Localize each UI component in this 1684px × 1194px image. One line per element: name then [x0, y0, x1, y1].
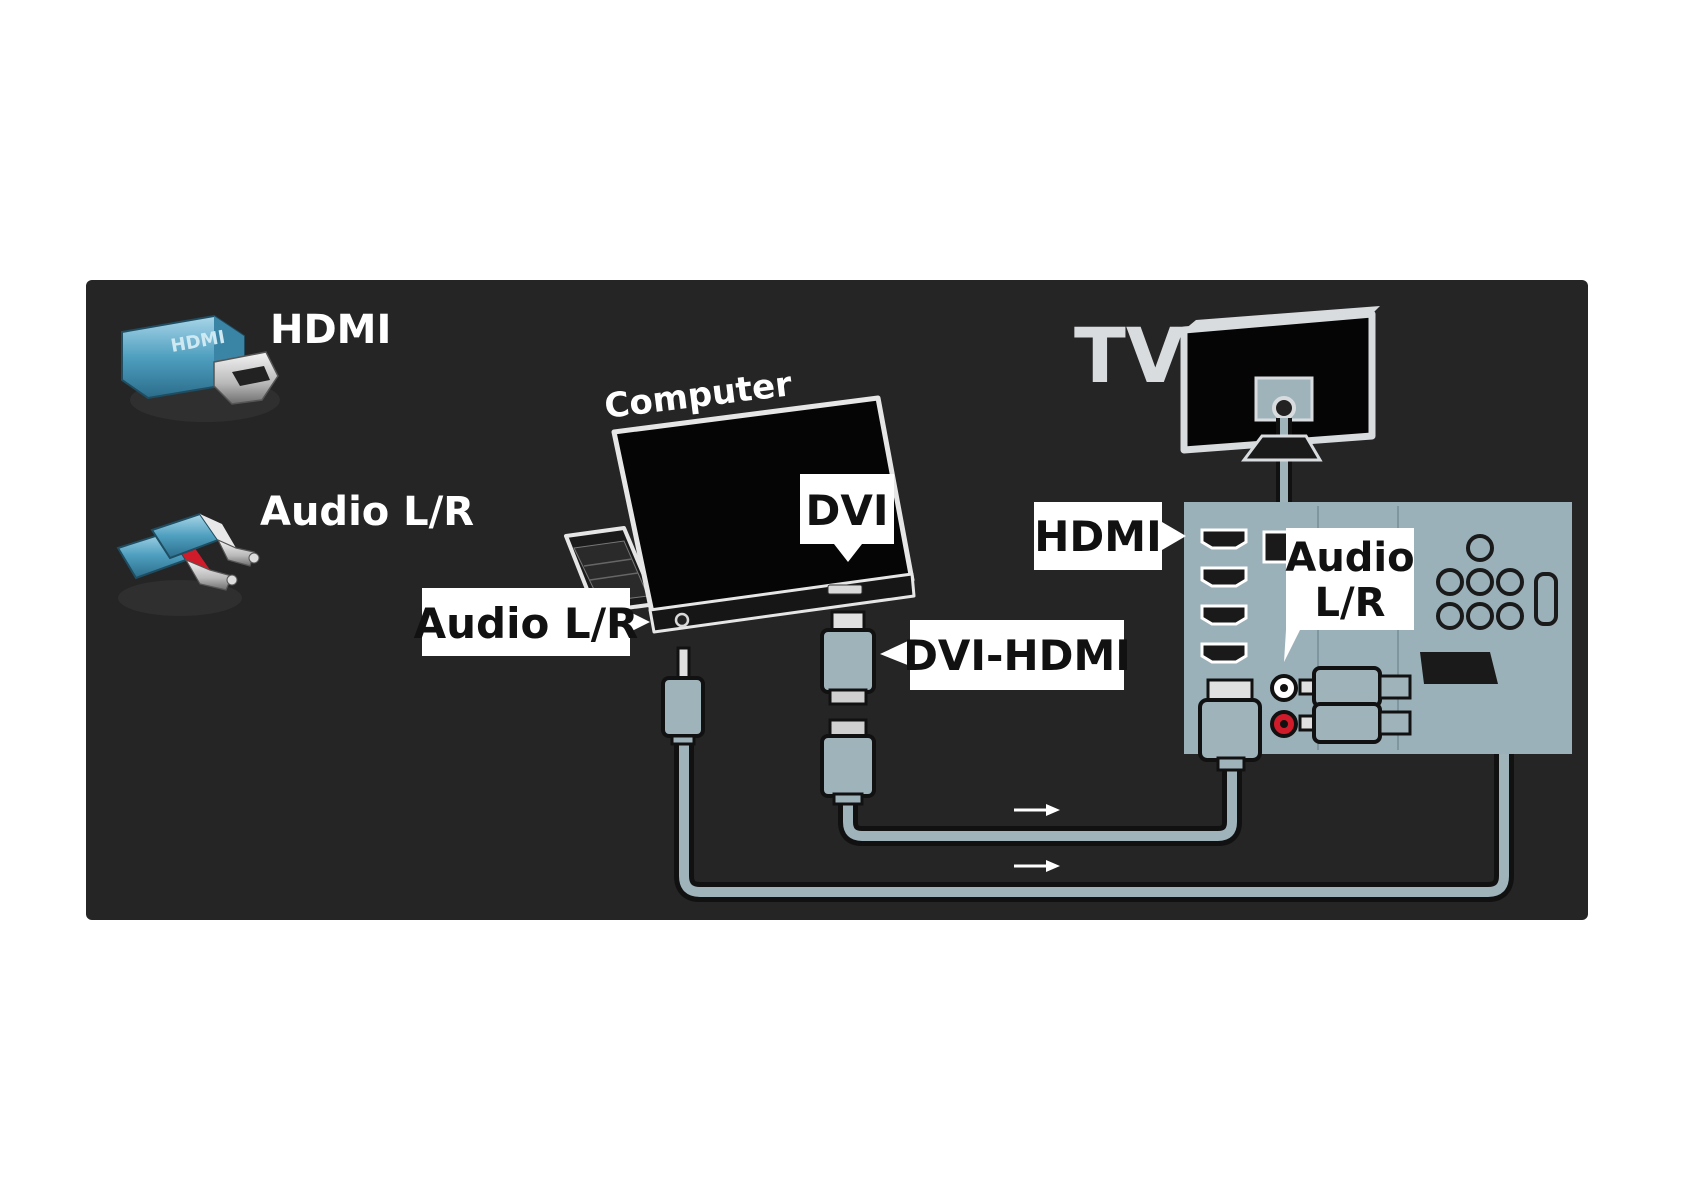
audio-tv-callout-line1: Audio [1285, 535, 1414, 581]
dvi-callout-text: DVI [806, 486, 889, 535]
tv-hdmi-port-icon [1200, 528, 1248, 664]
tv-icon [1180, 306, 1380, 504]
hdmi-tv-callout: HDMI [1034, 502, 1186, 570]
audio-direction-arrow-icon [1014, 860, 1060, 872]
rca-plug-icon [116, 512, 260, 616]
audio-computer-callout: Audio L/R [414, 588, 650, 656]
hdmi-plug-icon: HDMI [121, 314, 280, 422]
tv-hdmi-plug-icon [1198, 678, 1262, 772]
audio-tv-callout-line2: L/R [1315, 580, 1386, 626]
tv-label: TV [1074, 311, 1185, 400]
hdmi-tv-callout-text: HDMI [1034, 512, 1161, 561]
legend-hdmi-label: HDMI [270, 307, 391, 353]
dvi-callout: DVI [800, 474, 894, 562]
legend-audio-label: Audio L/R [260, 489, 474, 535]
audio-computer-callout-text: Audio L/R [414, 599, 639, 648]
audio-jack-plug-icon [661, 646, 705, 746]
dvi-hdmi-callout-text: DVI-HDMI [903, 631, 1131, 680]
tv-rca-plugs-icon [1298, 666, 1412, 744]
hdmi-direction-arrow-icon [1014, 804, 1060, 816]
dvi-hdmi-adapter-icon [820, 610, 876, 806]
audio-tv-callout: Audio L/R [1284, 528, 1415, 662]
dvi-hdmi-callout: DVI-HDMI [880, 620, 1131, 690]
